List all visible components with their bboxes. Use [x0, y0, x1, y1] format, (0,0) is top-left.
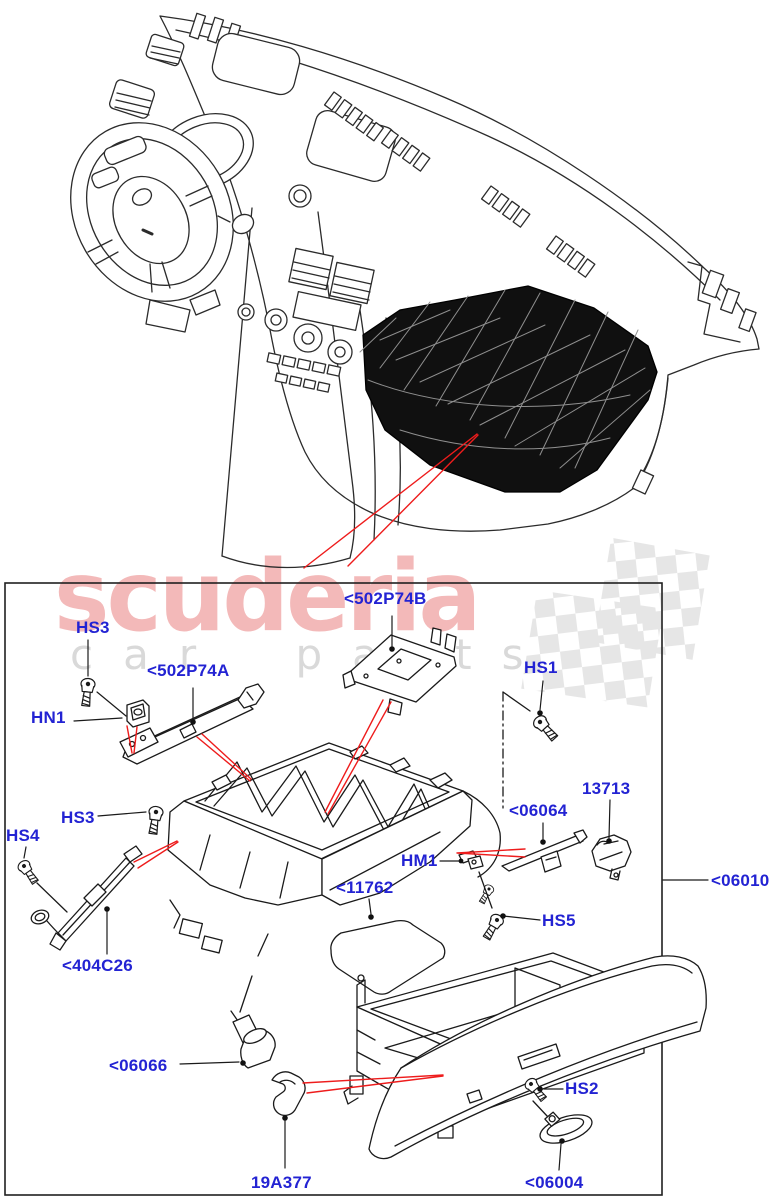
watermark-flag-logo [521, 537, 710, 708]
part-glovebox-door [368, 955, 707, 1160]
part-label-hs1: HS1 [524, 658, 558, 677]
part-label-19a377: 19A377 [251, 1173, 312, 1192]
defrost-vent-strip-1 [323, 91, 385, 142]
side-vent-left [108, 33, 185, 119]
red-leader-lines [126, 433, 526, 1094]
part-19a377-clip [271, 1071, 306, 1117]
part-glovebox-housing [167, 742, 501, 954]
part-06004-lamp [539, 1111, 593, 1144]
part-screw-hs3-left [145, 804, 165, 836]
dash-end-cap [687, 261, 757, 343]
console-vents [288, 247, 375, 305]
part-label-hs2: HS2 [565, 1079, 599, 1098]
console-screen [292, 290, 362, 332]
center-console [221, 184, 402, 569]
part-label-hs4: HS4 [6, 826, 40, 845]
hs2-to-lamp-line [532, 1100, 549, 1118]
part-hs4-check-strap [15, 845, 143, 951]
glovebox-highlight [359, 285, 658, 493]
part-screw-hs3-top [78, 677, 97, 708]
flange-foot [631, 469, 655, 495]
part-label-hm1: HM1 [401, 851, 438, 870]
part-label-502p74a: <502P74A [147, 661, 230, 680]
part-502p74b-bracket [342, 627, 457, 716]
part-label-06066: <06066 [109, 1056, 168, 1075]
defrost-vent-strip-2 [380, 129, 431, 172]
part-label-06010: <06010 [711, 871, 770, 890]
steering-wheel [70, 122, 255, 333]
part-502p74a-rail [119, 683, 265, 765]
part-06066-bumper [230, 933, 276, 1069]
climate-knobs [264, 308, 353, 365]
part-screw-hs1 [502, 691, 561, 809]
part-label-hs3-top: HS3 [76, 618, 110, 637]
console-buttons [266, 352, 342, 393]
part-label-404c26: <404C26 [62, 956, 133, 975]
part-hn1-nut [126, 699, 150, 728]
part-label-06064: <06064 [509, 801, 568, 820]
part-hm1-clip [458, 850, 496, 909]
defrost-vent-strip-3 [480, 185, 531, 228]
dashboard-illustration [70, 12, 760, 569]
part-11762-felt [330, 919, 446, 995]
black-leader-lines [23, 615, 709, 1171]
leader-dots [104, 646, 612, 1144]
part-label-hs3-left: HS3 [61, 808, 95, 827]
part-06064-arm [501, 829, 588, 873]
part-label-11762: <11762 [336, 878, 394, 897]
speaker-grille [211, 32, 301, 96]
part-label-06004: <06004 [525, 1173, 584, 1192]
part-label-hs5: HS5 [542, 911, 576, 930]
part-label-502p74b: <502P74B [344, 589, 427, 608]
parts-box-border [4, 582, 663, 1196]
part-label-13713: 13713 [582, 779, 631, 798]
part-13713-latch [591, 834, 632, 881]
exploded-parts [15, 627, 707, 1160]
defrost-vent-strip-4 [545, 235, 596, 278]
watermark-brand: scuderia [54, 540, 481, 654]
part-label-hn1: HN1 [31, 708, 66, 727]
